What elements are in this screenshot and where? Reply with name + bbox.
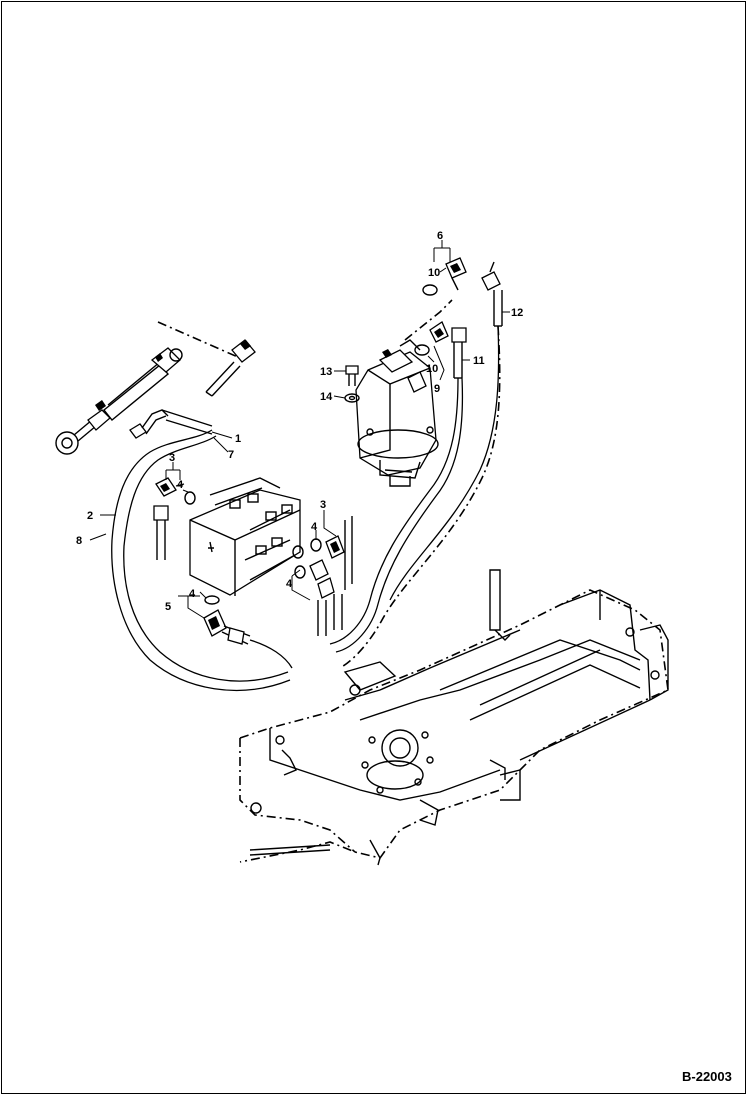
callout-13: 13 (320, 366, 332, 378)
callout-1: 1 (235, 433, 241, 445)
swing-motor (355, 299, 453, 487)
callout-7: 7 (228, 449, 234, 461)
callout-4-right-lower: 4 (286, 578, 293, 590)
callout-9: 9 (434, 383, 440, 395)
undercarriage-frame (239, 569, 669, 866)
motor-return-hoses (329, 325, 501, 669)
callout-11: 11 (473, 355, 485, 367)
callout-6: 6 (437, 230, 443, 242)
hose-12 (481, 261, 503, 327)
cylinder-hose-fitting (205, 339, 256, 397)
callout-4-left: 4 (177, 479, 184, 491)
valve-fitting-right (292, 516, 353, 636)
valve-fitting-bottom (203, 595, 293, 669)
callout-4-right-upper: 4 (311, 521, 318, 533)
callout-labels: 1 2 3 3 4 4 4 4 5 6 7 8 9 10 10 11 12 13… (76, 230, 523, 613)
callout-2: 2 (87, 510, 93, 522)
callout-3-left: 3 (169, 452, 175, 464)
callout-14: 14 (320, 391, 333, 403)
callout-12: 12 (511, 307, 523, 319)
figure-id: B-22003 (682, 1069, 732, 1084)
callout-5: 5 (165, 601, 171, 613)
callout-4-bottom: 4 (189, 588, 196, 600)
motor-fittings (414, 257, 467, 356)
hose-1-7 (111, 409, 291, 691)
callout-10-lower: 10 (426, 363, 438, 375)
hose-11 (451, 327, 467, 379)
callout-10-upper: 10 (428, 267, 440, 279)
boom-swing-cylinder (55, 321, 241, 455)
callout-3-right: 3 (320, 499, 326, 511)
callout-8: 8 (76, 535, 82, 547)
control-valve (189, 477, 301, 596)
leader-lines (89, 240, 510, 619)
valve-fitting-left (153, 477, 196, 560)
